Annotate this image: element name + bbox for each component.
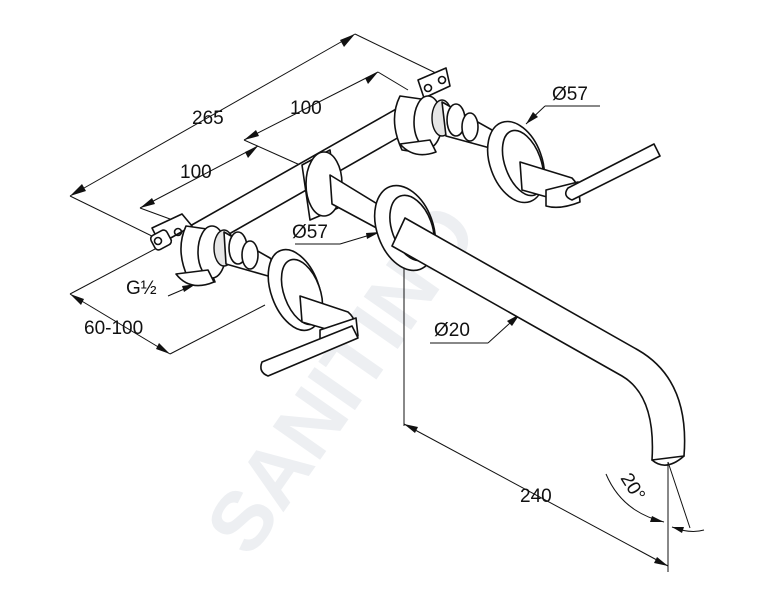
dim-spout-angle: 20° bbox=[616, 470, 649, 505]
dimension-labels: 265 100 100 Ø57 Ø57 G½ 60-100 Ø20 240 20… bbox=[84, 84, 649, 507]
dim-spacing-left: 100 bbox=[180, 162, 212, 183]
dim-rosette-right: Ø57 bbox=[552, 84, 588, 105]
dim-connection: G½ bbox=[126, 278, 157, 299]
dim-wall-depth: 60-100 bbox=[84, 318, 143, 339]
dim-rosette-center: Ø57 bbox=[292, 222, 328, 243]
dim-total-width: 265 bbox=[192, 108, 224, 129]
dim-spout-length: 240 bbox=[520, 486, 552, 507]
dim-spout-diameter: Ø20 bbox=[434, 320, 470, 341]
spout bbox=[391, 217, 686, 466]
handle-right bbox=[519, 143, 661, 209]
dimension-lines bbox=[69, 33, 705, 572]
valve-body bbox=[149, 67, 497, 287]
dim-spacing-right: 100 bbox=[290, 98, 322, 119]
handle-left bbox=[260, 295, 359, 377]
